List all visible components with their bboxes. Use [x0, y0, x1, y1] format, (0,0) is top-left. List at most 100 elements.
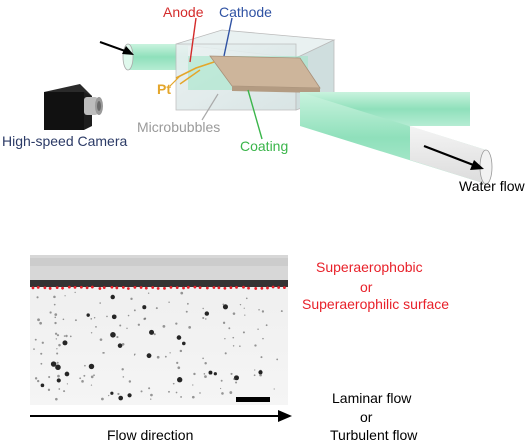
surface-bubble — [36, 285, 40, 289]
microbubble — [62, 318, 65, 321]
surface-bubble — [55, 286, 59, 290]
microbubble — [168, 390, 170, 393]
microbubble — [192, 384, 194, 386]
microbubble — [56, 361, 59, 364]
microbubble — [142, 305, 147, 310]
surface-bubble — [182, 286, 185, 290]
microbubble — [86, 313, 90, 317]
microbubble — [204, 362, 207, 365]
microbubble — [224, 352, 227, 355]
surface-bubble — [115, 286, 119, 290]
microbubble — [261, 310, 265, 313]
inflow-arrow-icon — [99, 41, 134, 55]
microbubble — [36, 296, 39, 299]
microbubble — [122, 376, 125, 378]
camera-label: High-speed Camera — [2, 133, 128, 149]
microbubble — [202, 307, 204, 310]
microbubble — [146, 353, 152, 359]
microbubble — [127, 393, 132, 398]
surface-bubble — [205, 286, 209, 290]
surface-bubble — [283, 286, 286, 289]
microbubble — [126, 327, 128, 330]
microbubble — [118, 395, 124, 401]
microbubble — [222, 304, 229, 310]
microbubble — [254, 344, 257, 347]
microbubble-image — [30, 255, 288, 405]
surface-bubble — [247, 286, 250, 290]
surface-bubble — [144, 286, 148, 290]
microbubble — [117, 343, 123, 348]
microbubble — [202, 316, 205, 320]
microbubble — [257, 328, 259, 330]
surface-bubble — [85, 286, 89, 290]
microbubble — [150, 398, 152, 400]
microbubble — [64, 371, 70, 377]
outlet-tube — [300, 92, 493, 185]
microbubble — [147, 292, 150, 294]
microbubble — [74, 291, 76, 294]
surface-bubble — [121, 286, 125, 289]
surface-bubble — [126, 287, 130, 290]
microbubble — [54, 321, 57, 325]
microbubble — [224, 338, 226, 340]
surface-bubble — [73, 285, 77, 289]
microbubble — [153, 333, 156, 336]
surface-label-line2: Superaerophilic surface — [302, 296, 450, 312]
microbubble — [176, 361, 179, 364]
surface-bubble — [198, 286, 202, 290]
microbubble — [244, 314, 246, 316]
surface-bubble — [277, 286, 281, 289]
microbubble — [56, 352, 59, 355]
microbubble — [258, 370, 263, 375]
microbubble — [95, 326, 97, 328]
flow-direction-label: Flow direction — [107, 427, 194, 443]
microbubble — [232, 345, 235, 347]
microbubble — [208, 370, 213, 375]
microbubble — [39, 321, 42, 325]
microbubble — [193, 372, 196, 376]
microbubble — [116, 336, 119, 339]
surface-bubble — [193, 285, 197, 289]
microbubble — [55, 338, 58, 340]
microbubble — [64, 295, 66, 297]
microbubble — [191, 395, 195, 399]
microbubble — [162, 324, 166, 328]
cathode-leader — [223, 17, 233, 57]
microbubble — [242, 331, 245, 334]
microbubble — [260, 356, 263, 359]
microbubble — [93, 316, 96, 319]
microbubble — [58, 343, 61, 347]
microbubble — [37, 379, 40, 383]
microbubble — [172, 382, 175, 385]
surface-bubble — [212, 286, 216, 289]
microbubble — [276, 358, 279, 361]
microbubble — [127, 314, 130, 317]
microbubble — [50, 361, 57, 367]
surface-bubble — [156, 286, 160, 290]
anode-label: Anode — [163, 4, 204, 20]
microbubble — [239, 345, 241, 347]
microbubble — [177, 377, 183, 383]
microbubble — [180, 291, 184, 295]
microbubble — [143, 317, 146, 321]
surface-bubble — [242, 285, 245, 289]
microbubble — [66, 383, 69, 385]
microbubble — [101, 397, 104, 401]
surface-bubble — [90, 285, 94, 289]
microbubble — [41, 341, 44, 344]
surface-bubble — [266, 286, 269, 290]
microbubble — [188, 326, 192, 329]
microbubble — [140, 390, 143, 393]
microbubbles-leader — [201, 93, 219, 121]
microbubble — [81, 380, 84, 383]
microbubble — [222, 321, 226, 325]
microbubble — [40, 383, 45, 388]
microbubble — [56, 334, 60, 337]
microbubble — [137, 323, 141, 326]
microbubble — [232, 336, 235, 339]
microbubble — [54, 316, 57, 319]
microbubble — [65, 334, 68, 338]
surface-bubble — [133, 285, 137, 289]
microbubble — [110, 294, 115, 300]
